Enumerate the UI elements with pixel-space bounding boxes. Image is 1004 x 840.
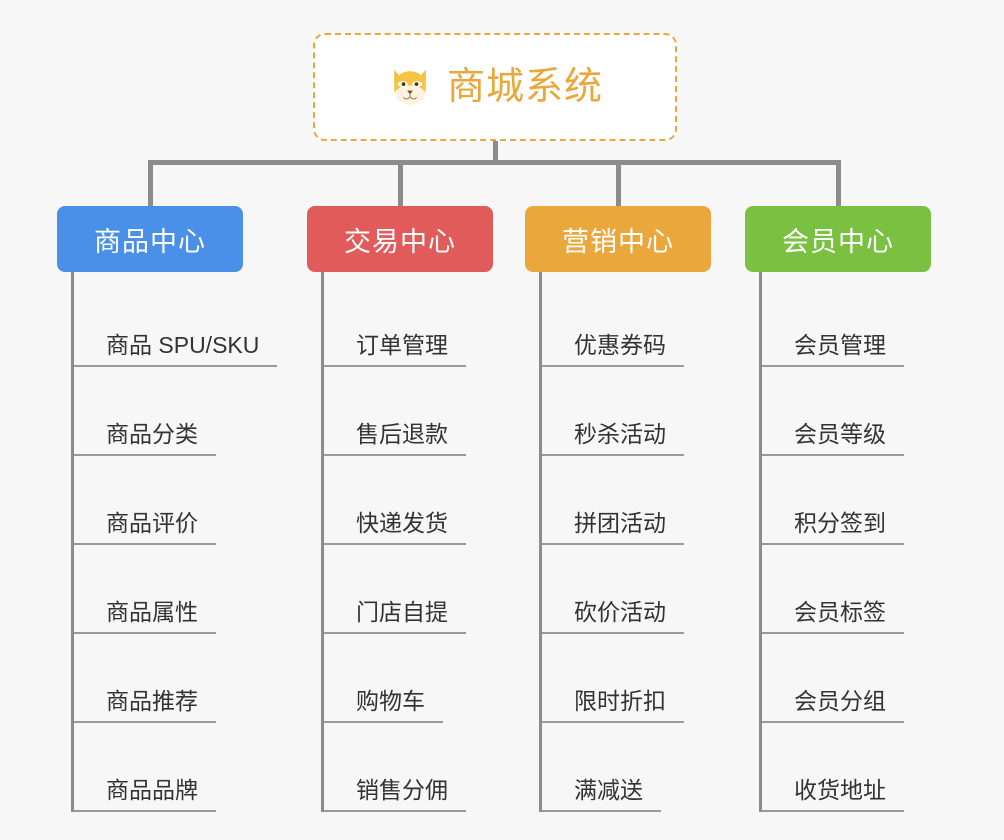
branch-trunk-3: 优惠券码 秒杀活动 拼团活动 砍价活动 限时折扣 满减送 <box>539 272 711 812</box>
category-column-1: 商品中心 商品 SPU/SKU 商品分类 商品评价 商品属性 商品推荐 商品品牌 <box>57 206 278 812</box>
list-item[interactable]: 秒杀活动 <box>542 367 711 456</box>
leaf-label: 砍价活动 <box>542 599 684 634</box>
leaf-label: 会员标签 <box>762 599 904 634</box>
list-item[interactable]: 优惠券码 <box>542 278 711 367</box>
list-item[interactable]: 购物车 <box>324 634 493 723</box>
list-item[interactable]: 门店自提 <box>324 545 493 634</box>
leaf-label: 快递发货 <box>324 510 466 545</box>
category-label: 营销中心 <box>562 226 674 257</box>
list-item[interactable]: 满减送 <box>542 723 711 812</box>
leaf-label: 售后退款 <box>324 421 466 456</box>
leaf-label: 购物车 <box>324 688 443 723</box>
list-item[interactable]: 会员管理 <box>762 278 931 367</box>
shiba-dog-icon <box>387 64 433 110</box>
list-item[interactable]: 商品分类 <box>74 367 277 456</box>
leaf-label: 门店自提 <box>324 599 466 634</box>
list-item[interactable]: 商品属性 <box>74 545 277 634</box>
leaf-label: 拼团活动 <box>542 510 684 545</box>
list-item[interactable]: 商品 SPU/SKU <box>74 278 278 367</box>
leaf-label: 会员等级 <box>762 421 904 456</box>
category-header-3[interactable]: 营销中心 <box>525 206 711 272</box>
list-item[interactable]: 商品推荐 <box>74 634 277 723</box>
list-item[interactable]: 售后退款 <box>324 367 493 456</box>
leaf-label: 满减送 <box>542 777 661 812</box>
connector-drop-3 <box>616 160 621 207</box>
category-column-2: 交易中心 订单管理 售后退款 快递发货 门店自提 购物车 销售分佣 <box>307 206 493 812</box>
list-item[interactable]: 限时折扣 <box>542 634 711 723</box>
leaf-label: 会员分组 <box>762 688 904 723</box>
category-header-1[interactable]: 商品中心 <box>57 206 243 272</box>
category-header-4[interactable]: 会员中心 <box>745 206 931 272</box>
leaf-label: 商品品牌 <box>74 777 216 812</box>
list-item[interactable]: 会员等级 <box>762 367 931 456</box>
list-item[interactable]: 砍价活动 <box>542 545 711 634</box>
connector-drop-1 <box>148 160 153 207</box>
list-item[interactable]: 收货地址 <box>762 723 931 812</box>
list-item[interactable]: 销售分佣 <box>324 723 493 812</box>
category-header-2[interactable]: 交易中心 <box>307 206 493 272</box>
category-label: 商品中心 <box>94 226 206 257</box>
list-item[interactable]: 快递发货 <box>324 456 493 545</box>
leaf-label: 商品属性 <box>74 599 216 634</box>
category-label: 交易中心 <box>344 226 456 257</box>
branch-trunk-1: 商品 SPU/SKU 商品分类 商品评价 商品属性 商品推荐 商品品牌 <box>71 272 278 812</box>
leaf-label: 会员管理 <box>762 332 904 367</box>
leaf-label: 商品评价 <box>74 510 216 545</box>
leaf-label: 收货地址 <box>762 777 904 812</box>
category-label: 会员中心 <box>782 226 894 257</box>
leaf-label: 销售分佣 <box>324 777 466 812</box>
leaf-label: 商品 SPU/SKU <box>74 332 278 367</box>
root-node[interactable]: 商城系统 <box>313 33 677 141</box>
leaf-label: 订单管理 <box>324 332 466 367</box>
root-title: 商城系统 <box>446 66 603 108</box>
list-item[interactable]: 商品品牌 <box>74 723 277 812</box>
leaf-label: 商品推荐 <box>74 688 216 723</box>
category-column-4: 会员中心 会员管理 会员等级 积分签到 会员标签 会员分组 收货地址 <box>745 206 931 812</box>
list-item[interactable]: 会员标签 <box>762 545 931 634</box>
branch-trunk-2: 订单管理 售后退款 快递发货 门店自提 购物车 销售分佣 <box>321 272 493 812</box>
list-item[interactable]: 订单管理 <box>324 278 493 367</box>
leaf-label: 积分签到 <box>762 510 904 545</box>
connector-horizontal-bus <box>148 160 840 165</box>
list-item[interactable]: 商品评价 <box>74 456 277 545</box>
list-item[interactable]: 积分签到 <box>762 456 931 545</box>
connector-drop-2 <box>398 160 403 207</box>
leaf-label: 秒杀活动 <box>542 421 684 456</box>
category-column-3: 营销中心 优惠券码 秒杀活动 拼团活动 砍价活动 限时折扣 满减送 <box>525 206 711 812</box>
list-item[interactable]: 拼团活动 <box>542 456 711 545</box>
branch-trunk-4: 会员管理 会员等级 积分签到 会员标签 会员分组 收货地址 <box>759 272 931 812</box>
leaf-label: 优惠券码 <box>542 332 684 367</box>
connector-root-stub <box>493 141 498 165</box>
list-item[interactable]: 会员分组 <box>762 634 931 723</box>
leaf-label: 商品分类 <box>74 421 216 456</box>
connector-drop-4 <box>836 160 841 207</box>
leaf-label: 限时折扣 <box>542 688 684 723</box>
